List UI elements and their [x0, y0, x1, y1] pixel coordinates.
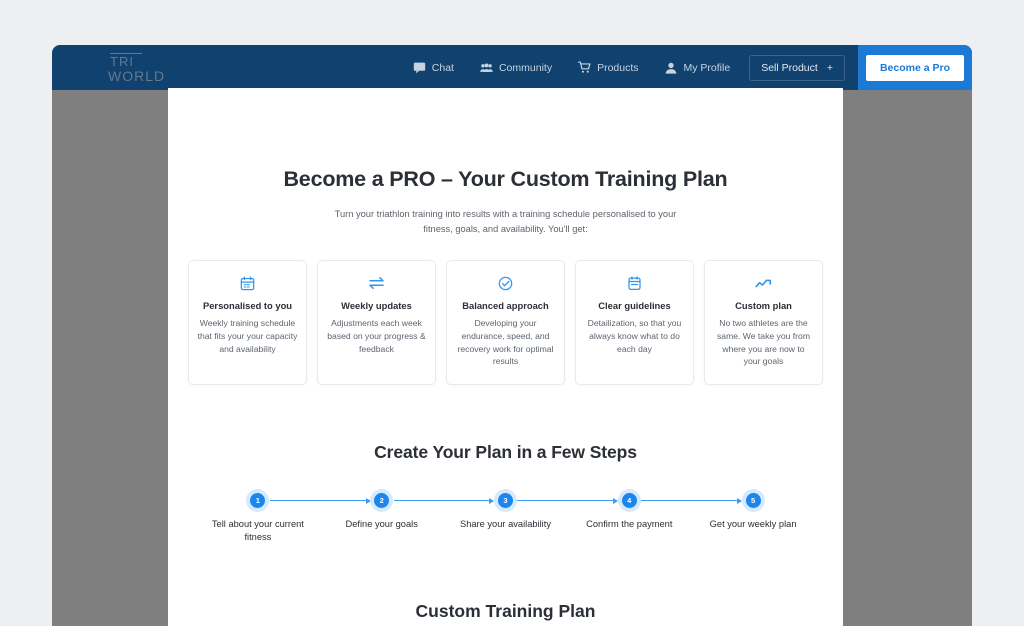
step-bullet-row: 4 [567, 490, 742, 510]
steps-section-title: Create Your Plan in a Few Steps [374, 442, 637, 463]
step-bullet-row: 5 [691, 490, 815, 510]
step-connector-arrow [517, 500, 618, 502]
brand-logo-line2: WORLD [108, 68, 166, 84]
nav-item-community-label: Community [498, 61, 553, 74]
feature-card-desc: No two athletes are the same. We take yo… [717, 318, 810, 367]
feature-card-balanced-approach[interactable]: Balanced approach Developing your endura… [446, 260, 565, 386]
step-number-badge: 1 [250, 492, 266, 508]
nav-links-group: Chat Community [400, 45, 972, 90]
sell-product-label: Sell Product [761, 61, 818, 74]
step-item-3[interactable]: 3 Share your availability [444, 490, 618, 543]
feature-card-desc: Adjustments each week based on your prog… [327, 318, 426, 354]
step-item-4[interactable]: 4 Confirm the payment [567, 490, 742, 543]
feature-card-clear-guidelines[interactable]: Clear guidelines Detailization, so that … [575, 260, 694, 386]
step-number-badge: 4 [621, 492, 637, 508]
sell-product-button[interactable]: Sell Product + [749, 54, 845, 81]
nav-item-chat-label: Chat [431, 61, 454, 74]
feature-card-title: Custom plan [735, 300, 792, 312]
feature-card-weekly-updates[interactable]: Weekly updates Adjustments each week bas… [317, 260, 436, 386]
feature-card-title: Clear guidelines [598, 300, 671, 312]
nav-item-products[interactable]: Products [565, 45, 651, 90]
trending-up-icon [713, 273, 814, 293]
step-label: Tell about your current fitness [211, 519, 304, 542]
step-item-1[interactable]: 1 Tell about your current fitness [196, 490, 370, 543]
calendar-icon [197, 273, 298, 293]
feature-card-custom-plan[interactable]: Custom plan No two athletes are the same… [704, 260, 823, 386]
feature-card-personalised[interactable]: Personalised to you Weekly training sche… [188, 260, 307, 386]
nav-item-my-profile[interactable]: My Profile [652, 45, 744, 90]
app-window: TRI WORLD Chat [52, 45, 972, 626]
community-icon [480, 61, 493, 74]
step-label: Confirm the payment [586, 519, 673, 530]
step-number-badge: 3 [497, 492, 513, 508]
chat-icon [413, 61, 426, 74]
step-connector-arrow [269, 500, 370, 502]
person-icon [665, 61, 678, 74]
plus-icon: + [826, 61, 833, 74]
modal-subtitle: Turn your triathlon training into result… [334, 209, 677, 235]
brand-logo[interactable]: TRI WORLD [108, 51, 200, 85]
step-label: Define your goals [345, 519, 418, 530]
feature-card-desc: Detailization, so that you always know w… [587, 318, 682, 354]
step-bullet-row: 3 [444, 490, 618, 510]
step-connector-arrow [641, 500, 742, 502]
feature-cards-row: Personalised to you Weekly training sche… [168, 260, 843, 386]
become-a-pro-container: Become a Pro [857, 45, 972, 90]
feature-card-desc: Developing your endurance, speed, and re… [457, 318, 554, 367]
brand-logo-line1: TRI [110, 53, 142, 68]
step-bullet-row: 2 [320, 490, 494, 510]
feature-card-title: Weekly updates [341, 300, 412, 312]
nav-item-community[interactable]: Community [467, 45, 565, 90]
feature-card-desc: Weekly training schedule that fits your … [197, 318, 298, 354]
become-a-pro-modal: Become a PRO – Your Custom Training Plan… [168, 88, 843, 626]
step-number-badge: 5 [745, 492, 761, 508]
steps-row: 1 Tell about your current fitness 2 Defi… [168, 490, 843, 543]
step-item-2[interactable]: 2 Define your goals [320, 490, 494, 543]
nav-item-products-label: Products [597, 61, 639, 74]
exchange-arrows-icon [326, 273, 427, 293]
nav-item-chat[interactable]: Chat [400, 45, 467, 90]
clipboard-icon [584, 273, 685, 293]
nav-item-my-profile-label: My Profile [683, 61, 731, 74]
step-number-badge: 2 [374, 492, 390, 508]
check-circle-icon [455, 273, 556, 293]
step-connector-arrow [393, 500, 494, 502]
top-navigation-bar: TRI WORLD Chat [52, 45, 972, 90]
cart-icon [578, 61, 591, 74]
become-a-pro-button[interactable]: Become a Pro [865, 54, 964, 81]
feature-card-title: Balanced approach [462, 300, 549, 312]
modal-title: Become a PRO – Your Custom Training Plan [283, 167, 728, 191]
step-bullet-row: 1 [196, 490, 370, 510]
feature-card-title: Personalised to you [202, 300, 293, 312]
step-item-5[interactable]: 5 Get your weekly plan [691, 490, 815, 543]
step-label: Get your weekly plan [709, 519, 797, 530]
custom-training-plan-title: Custom Training Plan [415, 601, 596, 622]
step-label: Share your availability [460, 519, 551, 530]
